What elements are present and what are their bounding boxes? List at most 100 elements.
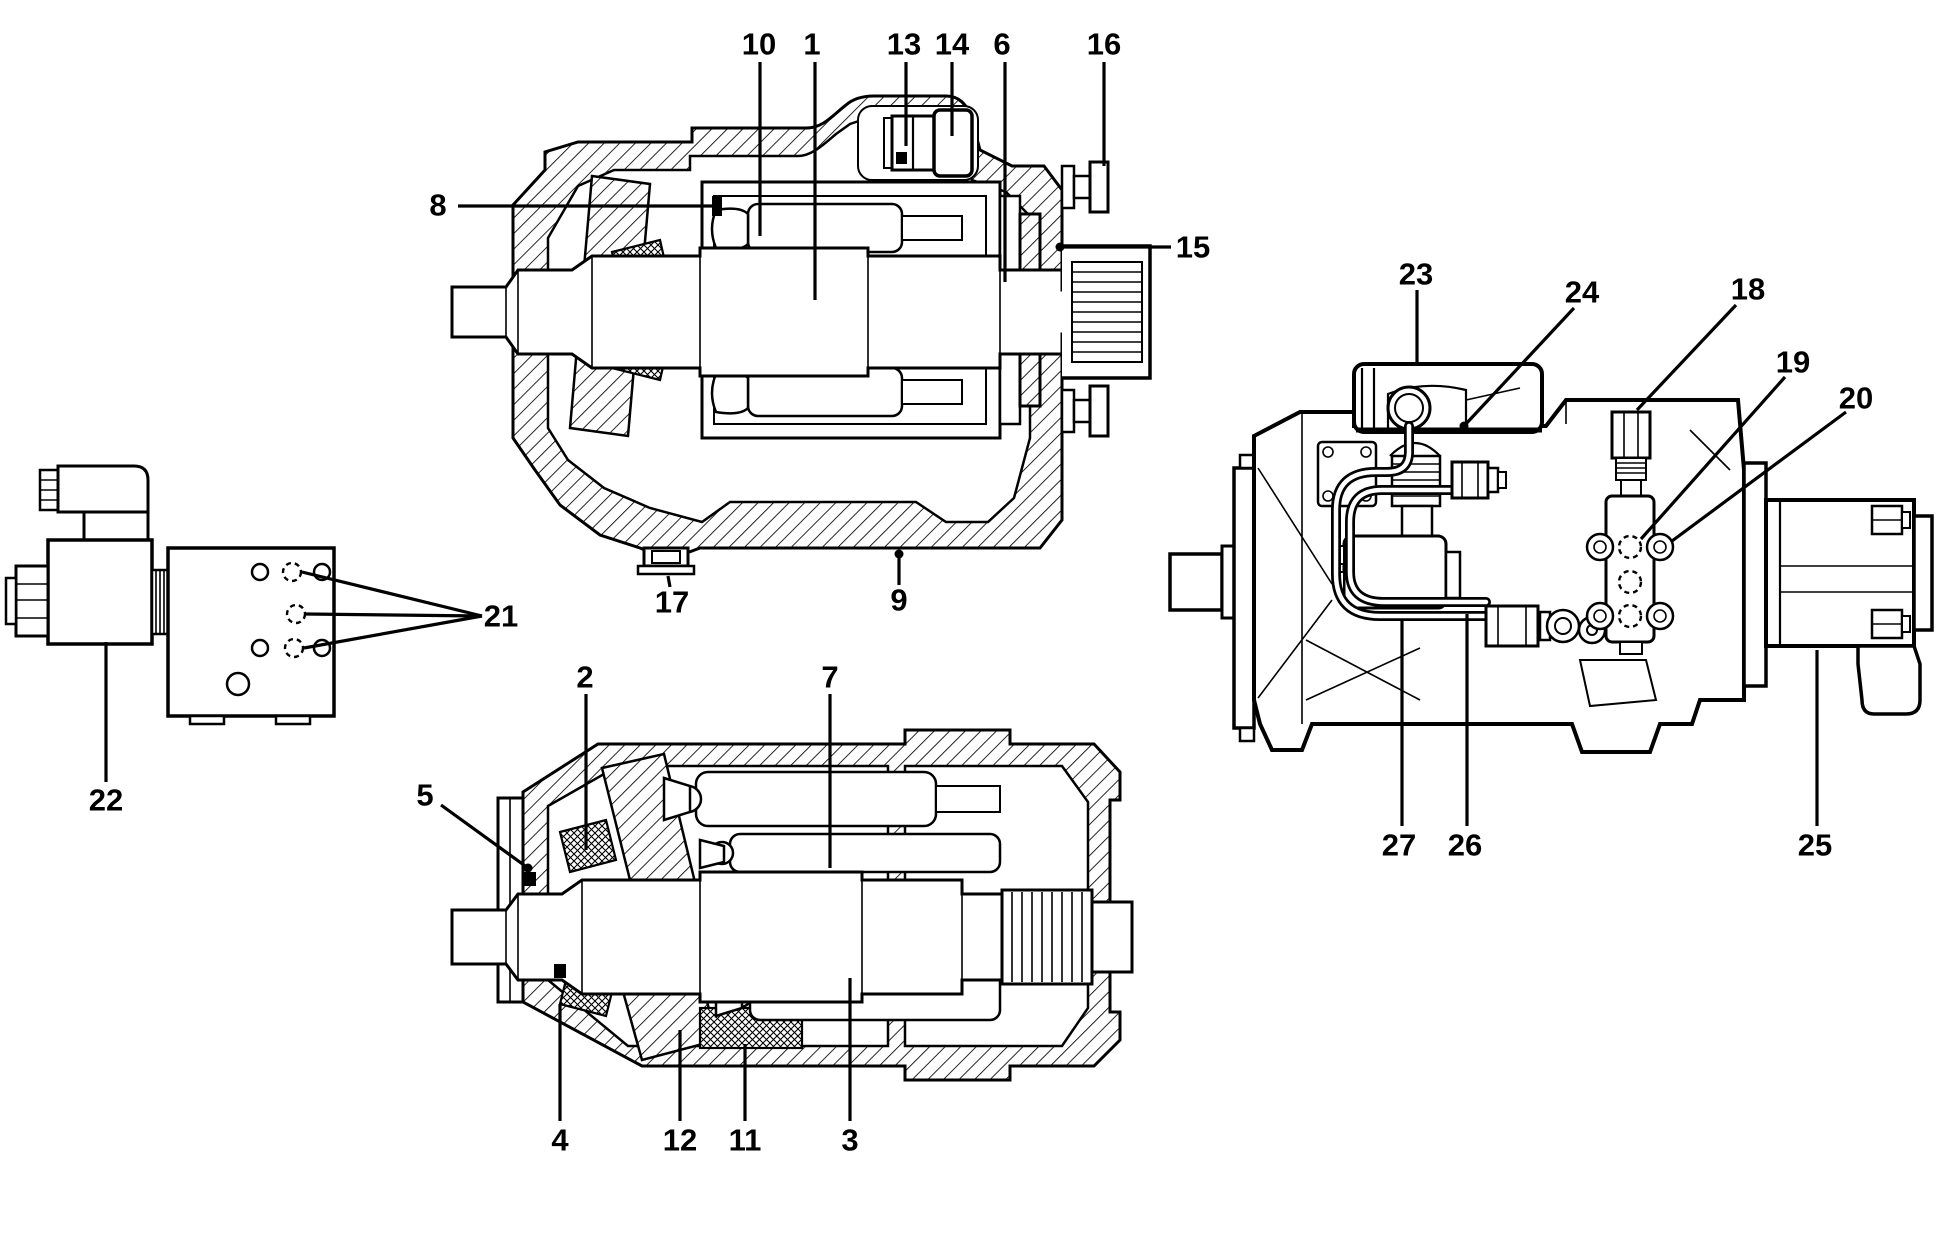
callout-label-14: 14 [935, 27, 970, 62]
piston-rod [901, 215, 963, 241]
spring-arch [1389, 442, 1441, 457]
piston [728, 832, 1002, 874]
callout-label-15: 15 [1176, 230, 1210, 265]
flange-bolt [1585, 532, 1615, 562]
control-pipes [1331, 421, 1491, 621]
leader-line-21 [303, 614, 483, 650]
drain-plug-boss [636, 546, 696, 576]
orifice-port [281, 561, 303, 583]
relief-valve-hex [1610, 410, 1652, 460]
callout-label-10: 10 [742, 27, 776, 62]
solenoid-valve-assembly [4, 464, 336, 726]
banjo-ring [1554, 617, 1572, 635]
callout-label-23: 23 [1399, 257, 1433, 292]
leader-line-5 [440, 803, 529, 870]
callout-label-6: 6 [993, 27, 1010, 62]
leader-tip-15 [1055, 242, 1065, 252]
adapter-plate [1742, 461, 1768, 688]
callout-label-13: 13 [887, 27, 921, 62]
callout-label-4: 4 [551, 1123, 569, 1158]
callout-label-20: 20 [1839, 381, 1873, 416]
callout-label-3: 3 [841, 1123, 858, 1158]
taper-bearing [558, 818, 618, 874]
valve-thread [1615, 457, 1647, 481]
shaft-seal-ring [712, 196, 722, 216]
bellows-stem [1400, 504, 1434, 538]
body-facet [1578, 659, 1658, 708]
leader-line-18 [1635, 303, 1738, 412]
din-connector [56, 464, 150, 514]
side-fitting [1060, 384, 1110, 438]
upper-cross-section-view [450, 94, 1152, 576]
input-shaft-stub [1168, 552, 1224, 612]
port-hole [250, 562, 270, 582]
valve-neck [1620, 479, 1642, 497]
piston-shoe [662, 776, 692, 822]
fitting-washer [1486, 466, 1500, 494]
callout-label-12: 12 [663, 1123, 697, 1158]
block-foot [274, 714, 312, 726]
callout-label-1: 1 [803, 27, 820, 62]
callout-label-19: 19 [1776, 345, 1810, 380]
pipe-fitting-nut [1450, 460, 1490, 500]
piston-rod [901, 379, 963, 405]
leader-line-20 [1671, 410, 1847, 543]
setting-screw [1617, 534, 1643, 560]
port-hole [250, 638, 270, 658]
coil-stud [4, 576, 18, 626]
shaft-seal-ring [554, 964, 566, 978]
leader-tip-5 [523, 863, 533, 873]
flange-bolt [1585, 601, 1615, 631]
leader-tip-24 [1459, 421, 1469, 431]
lower-cross-section-view [450, 728, 1134, 1082]
callout-label-25: 25 [1798, 828, 1832, 863]
pipe-fitting-nut [1484, 604, 1540, 648]
solenoid-tab [1444, 550, 1462, 600]
callout-label-26: 26 [1448, 828, 1482, 863]
connector-elbow [82, 510, 150, 542]
callout-label-7: 7 [821, 660, 838, 695]
orifice-port [285, 603, 307, 625]
piston-shoe [698, 838, 726, 870]
output-stub [1090, 900, 1134, 974]
manifold-block [166, 546, 336, 718]
shaft-step [1220, 544, 1236, 620]
leader-line-24 [1462, 306, 1576, 428]
leader-line-21 [305, 612, 483, 618]
callout-label-2: 2 [576, 660, 593, 695]
piston-shoe [710, 371, 750, 415]
fitting-ring [1497, 471, 1507, 489]
gauge-port-ring [1394, 393, 1424, 423]
flange-notch [1238, 726, 1256, 743]
callout-label-24: 24 [1565, 275, 1600, 310]
valve-stub [1619, 641, 1643, 655]
callout-label-21: 21 [484, 599, 518, 634]
piston [694, 770, 938, 828]
flange-notch [1238, 453, 1256, 470]
shaft-seal-ring [524, 872, 536, 886]
piston-rod [935, 785, 1001, 813]
leader-line-21 [301, 570, 483, 618]
leader-tip-9 [894, 549, 904, 559]
side-fitting [1060, 160, 1110, 214]
leader-line-19 [1639, 375, 1787, 541]
piston [746, 202, 904, 254]
setting-screw [1617, 603, 1643, 629]
block-foot [188, 714, 226, 726]
plug-seal [896, 152, 907, 164]
callout-label-27: 27 [1382, 828, 1416, 863]
orifice-port [283, 637, 305, 659]
callout-label-5: 5 [416, 778, 433, 813]
pump-external-side-view [1168, 362, 1934, 754]
callout-label-11: 11 [729, 1123, 762, 1158]
callout-label-16: 16 [1087, 27, 1121, 62]
solenoid-coil [46, 538, 154, 646]
bolt-stem [1901, 615, 1911, 633]
port-hole [225, 671, 251, 697]
callout-label-18: 18 [1731, 272, 1765, 307]
setting-screw [1617, 569, 1643, 595]
callout-label-9: 9 [890, 583, 907, 618]
